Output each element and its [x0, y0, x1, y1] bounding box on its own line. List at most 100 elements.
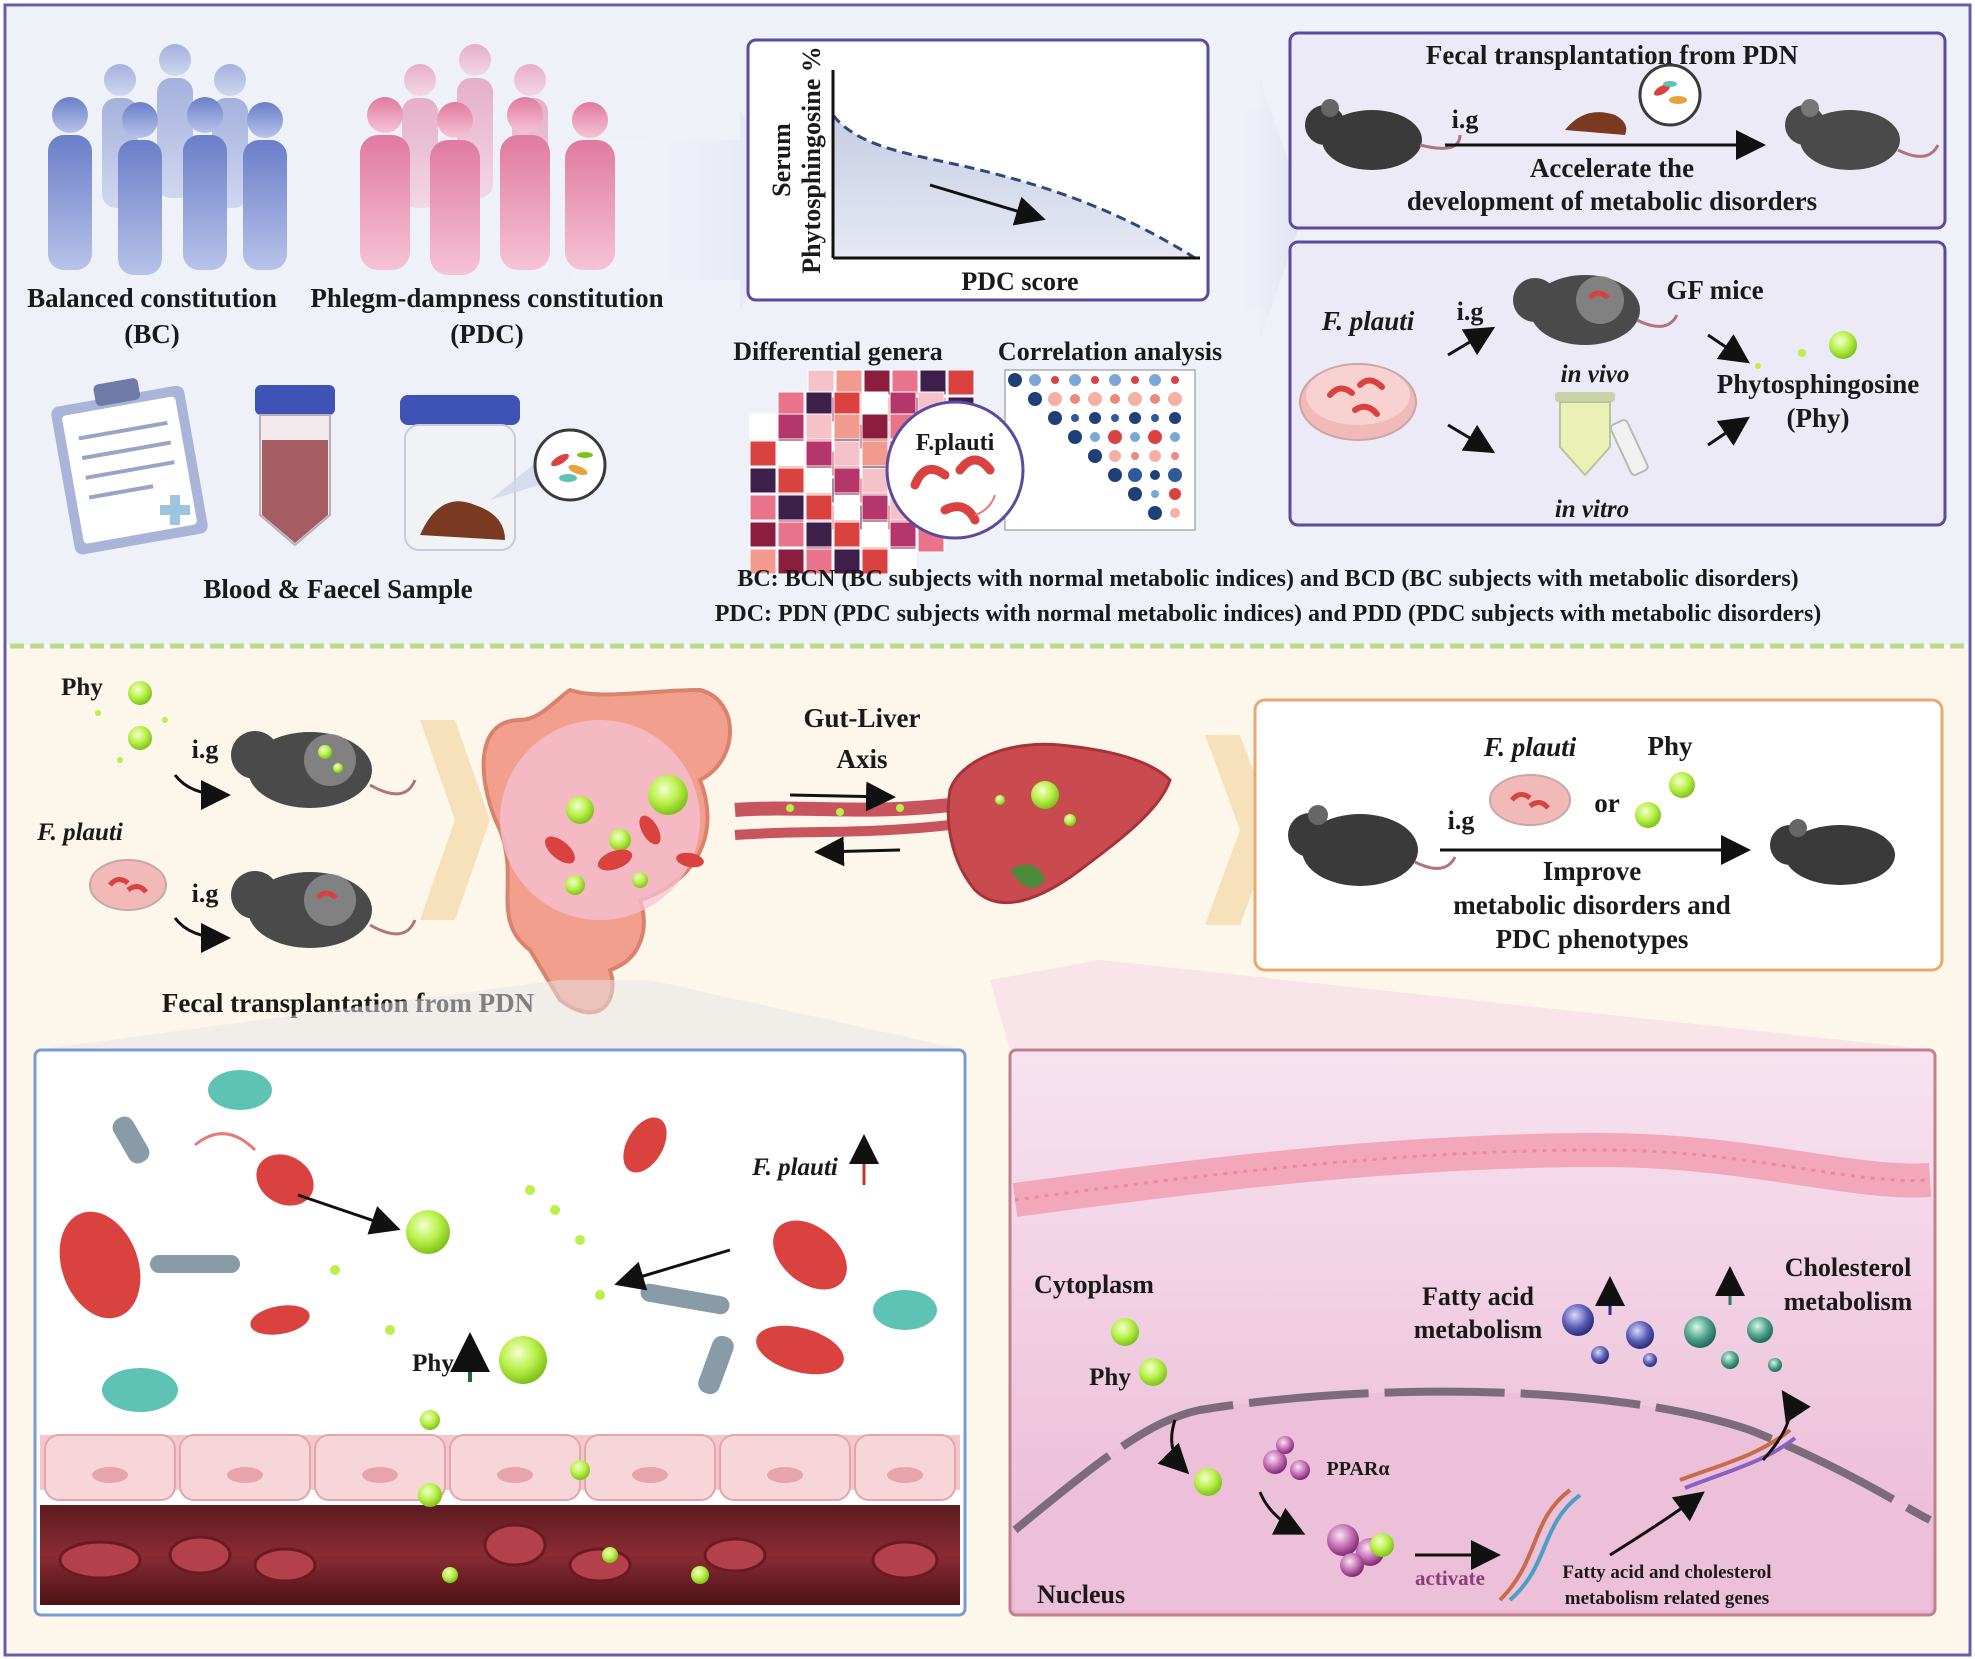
correlation-dot [1148, 506, 1162, 520]
heatmap-cell [861, 548, 889, 575]
phy-bead [128, 726, 152, 750]
heatmap-cell [805, 467, 833, 494]
fatty-acid-line1: Fatty acid [1422, 1282, 1534, 1311]
heatmap-cell [777, 413, 805, 440]
fecal-box-ig: i.g [1452, 105, 1479, 134]
heatmap-cell [919, 369, 947, 396]
heatmap-cell [805, 494, 833, 521]
nucleus-label: Nucleus [1037, 1580, 1125, 1609]
correlation-dot [1069, 374, 1081, 386]
sample-label: Blood & Faecel Sample [203, 574, 472, 604]
cytoplasm-label: Cytoplasm [1034, 1270, 1154, 1299]
nuclear-envelope [1012, 1387, 1932, 1610]
cholesterol-line1: Cholesterol [1785, 1253, 1912, 1282]
correlation-dot [1128, 468, 1142, 482]
fecal-box-title: Fecal transplantation from PDN [1426, 40, 1799, 70]
phy-label-line2: (Phy) [1787, 403, 1850, 433]
plot-ylabel-line2: Phytosphingosine % [797, 46, 826, 274]
gf-arrow-up [1447, 326, 1496, 357]
correlation-matrix [1004, 369, 1196, 531]
correlation-dot [1090, 432, 1100, 442]
correlation-dot [1108, 430, 1122, 444]
heatmap-cell [833, 467, 861, 494]
heatmap-cell [833, 391, 861, 418]
gene-arrow [1609, 1491, 1705, 1557]
correlation-dot [1128, 392, 1142, 406]
heatmap-cell [861, 521, 889, 548]
heatmap-cell [805, 521, 833, 548]
improve-line2: metabolic disorders and [1453, 890, 1731, 920]
fecal-box-text1: Accelerate the [1530, 153, 1694, 183]
cholesterol-beads [1684, 1316, 1782, 1372]
faeces-icon [1565, 63, 1702, 135]
correlation-analysis-label: Correlation analysis [998, 337, 1222, 366]
heatmap-cell [749, 548, 777, 575]
correlation-dot [1149, 450, 1161, 462]
petri-dish-icon [89, 859, 167, 911]
phy-bead [1669, 772, 1695, 798]
heatmap-cell [861, 440, 889, 467]
trend-line [831, 114, 1196, 260]
heatmap-cell [833, 440, 861, 467]
correlation-dot [1151, 414, 1159, 422]
activate-label: activate [1415, 1566, 1485, 1590]
correlation-dot [1028, 392, 1042, 406]
faeces-jar-icon [400, 395, 607, 551]
improve-line3: PDC phenotypes [1496, 924, 1689, 954]
portal-vessels [734, 798, 951, 840]
zoom-cone-left [35, 980, 965, 1050]
phy-bead [1829, 331, 1857, 359]
correlation-dot [1131, 376, 1139, 384]
heatmap-cell [749, 440, 777, 467]
gf-mice-box [1288, 240, 1947, 527]
mouse-icon [231, 871, 417, 948]
correlation-dot [1150, 394, 1160, 404]
gf-box-fplauti: F. plauti [1321, 306, 1415, 336]
improve-line1: Improve [1543, 856, 1642, 886]
phy-arrow-1 [1707, 333, 1750, 364]
plot-xlabel: PDC score [961, 267, 1078, 296]
improve-ig: i.g [1448, 806, 1475, 835]
phytosphingosine-plot: Serum Phytosphingosine % PDC score [767, 46, 1200, 296]
phy-bead [1635, 802, 1661, 828]
bacteria-to-phy-arrow [614, 1248, 731, 1291]
phy-bead [1194, 1468, 1222, 1496]
zoom-cone-right [990, 960, 1935, 1050]
cell-membrane [1012, 1132, 1932, 1217]
correlation-dot [1110, 394, 1120, 404]
heatmap-cell [749, 467, 777, 494]
heatmap-cell [833, 494, 861, 521]
heatmap-cell [861, 494, 889, 521]
phy-label-line1: Phytosphingosine [1717, 369, 1920, 399]
outer-frame [3, 3, 1972, 1657]
correlation-dot [1091, 376, 1099, 384]
heatmap-cell [805, 413, 833, 440]
gut-to-liver-arrow [789, 781, 896, 812]
gf-mice-label: GF mice [1666, 275, 1763, 305]
clipboard-icon [51, 378, 208, 555]
heatmap-cell [777, 494, 805, 521]
fplauti-circle-label: F.plauti [916, 430, 995, 456]
gut-phy-label: Phy [412, 1350, 454, 1377]
bc-label: Balanced constitution [27, 283, 277, 313]
heatmap-cell [807, 369, 835, 396]
petri-dish-icon [1489, 774, 1571, 826]
phy-bead [1139, 1358, 1167, 1386]
mouse-icon [1770, 819, 1895, 885]
flow-arrow-2 [1195, 80, 1305, 340]
fecal-box-text2: development of metabolic disorders [1407, 186, 1817, 216]
heatmap-cell [889, 391, 917, 418]
phy-bead [1111, 1318, 1139, 1346]
heatmap-cell [835, 369, 863, 396]
pdc-definition: PDC: PDN (PDC subjects with normal metab… [715, 601, 1822, 627]
correlation-dot [1109, 374, 1121, 386]
heatmap-cell [749, 521, 777, 548]
improve-phy: Phy [1647, 731, 1693, 761]
improve-fplauti: F. plauti [1483, 732, 1577, 762]
correlation-dot [1008, 373, 1022, 387]
tube-icon [1555, 392, 1649, 477]
heatmap-cell [861, 391, 889, 418]
correlation-dot [1071, 414, 1079, 422]
correlation-dot [1171, 452, 1179, 460]
pdc-abbr: (PDC) [450, 319, 523, 349]
